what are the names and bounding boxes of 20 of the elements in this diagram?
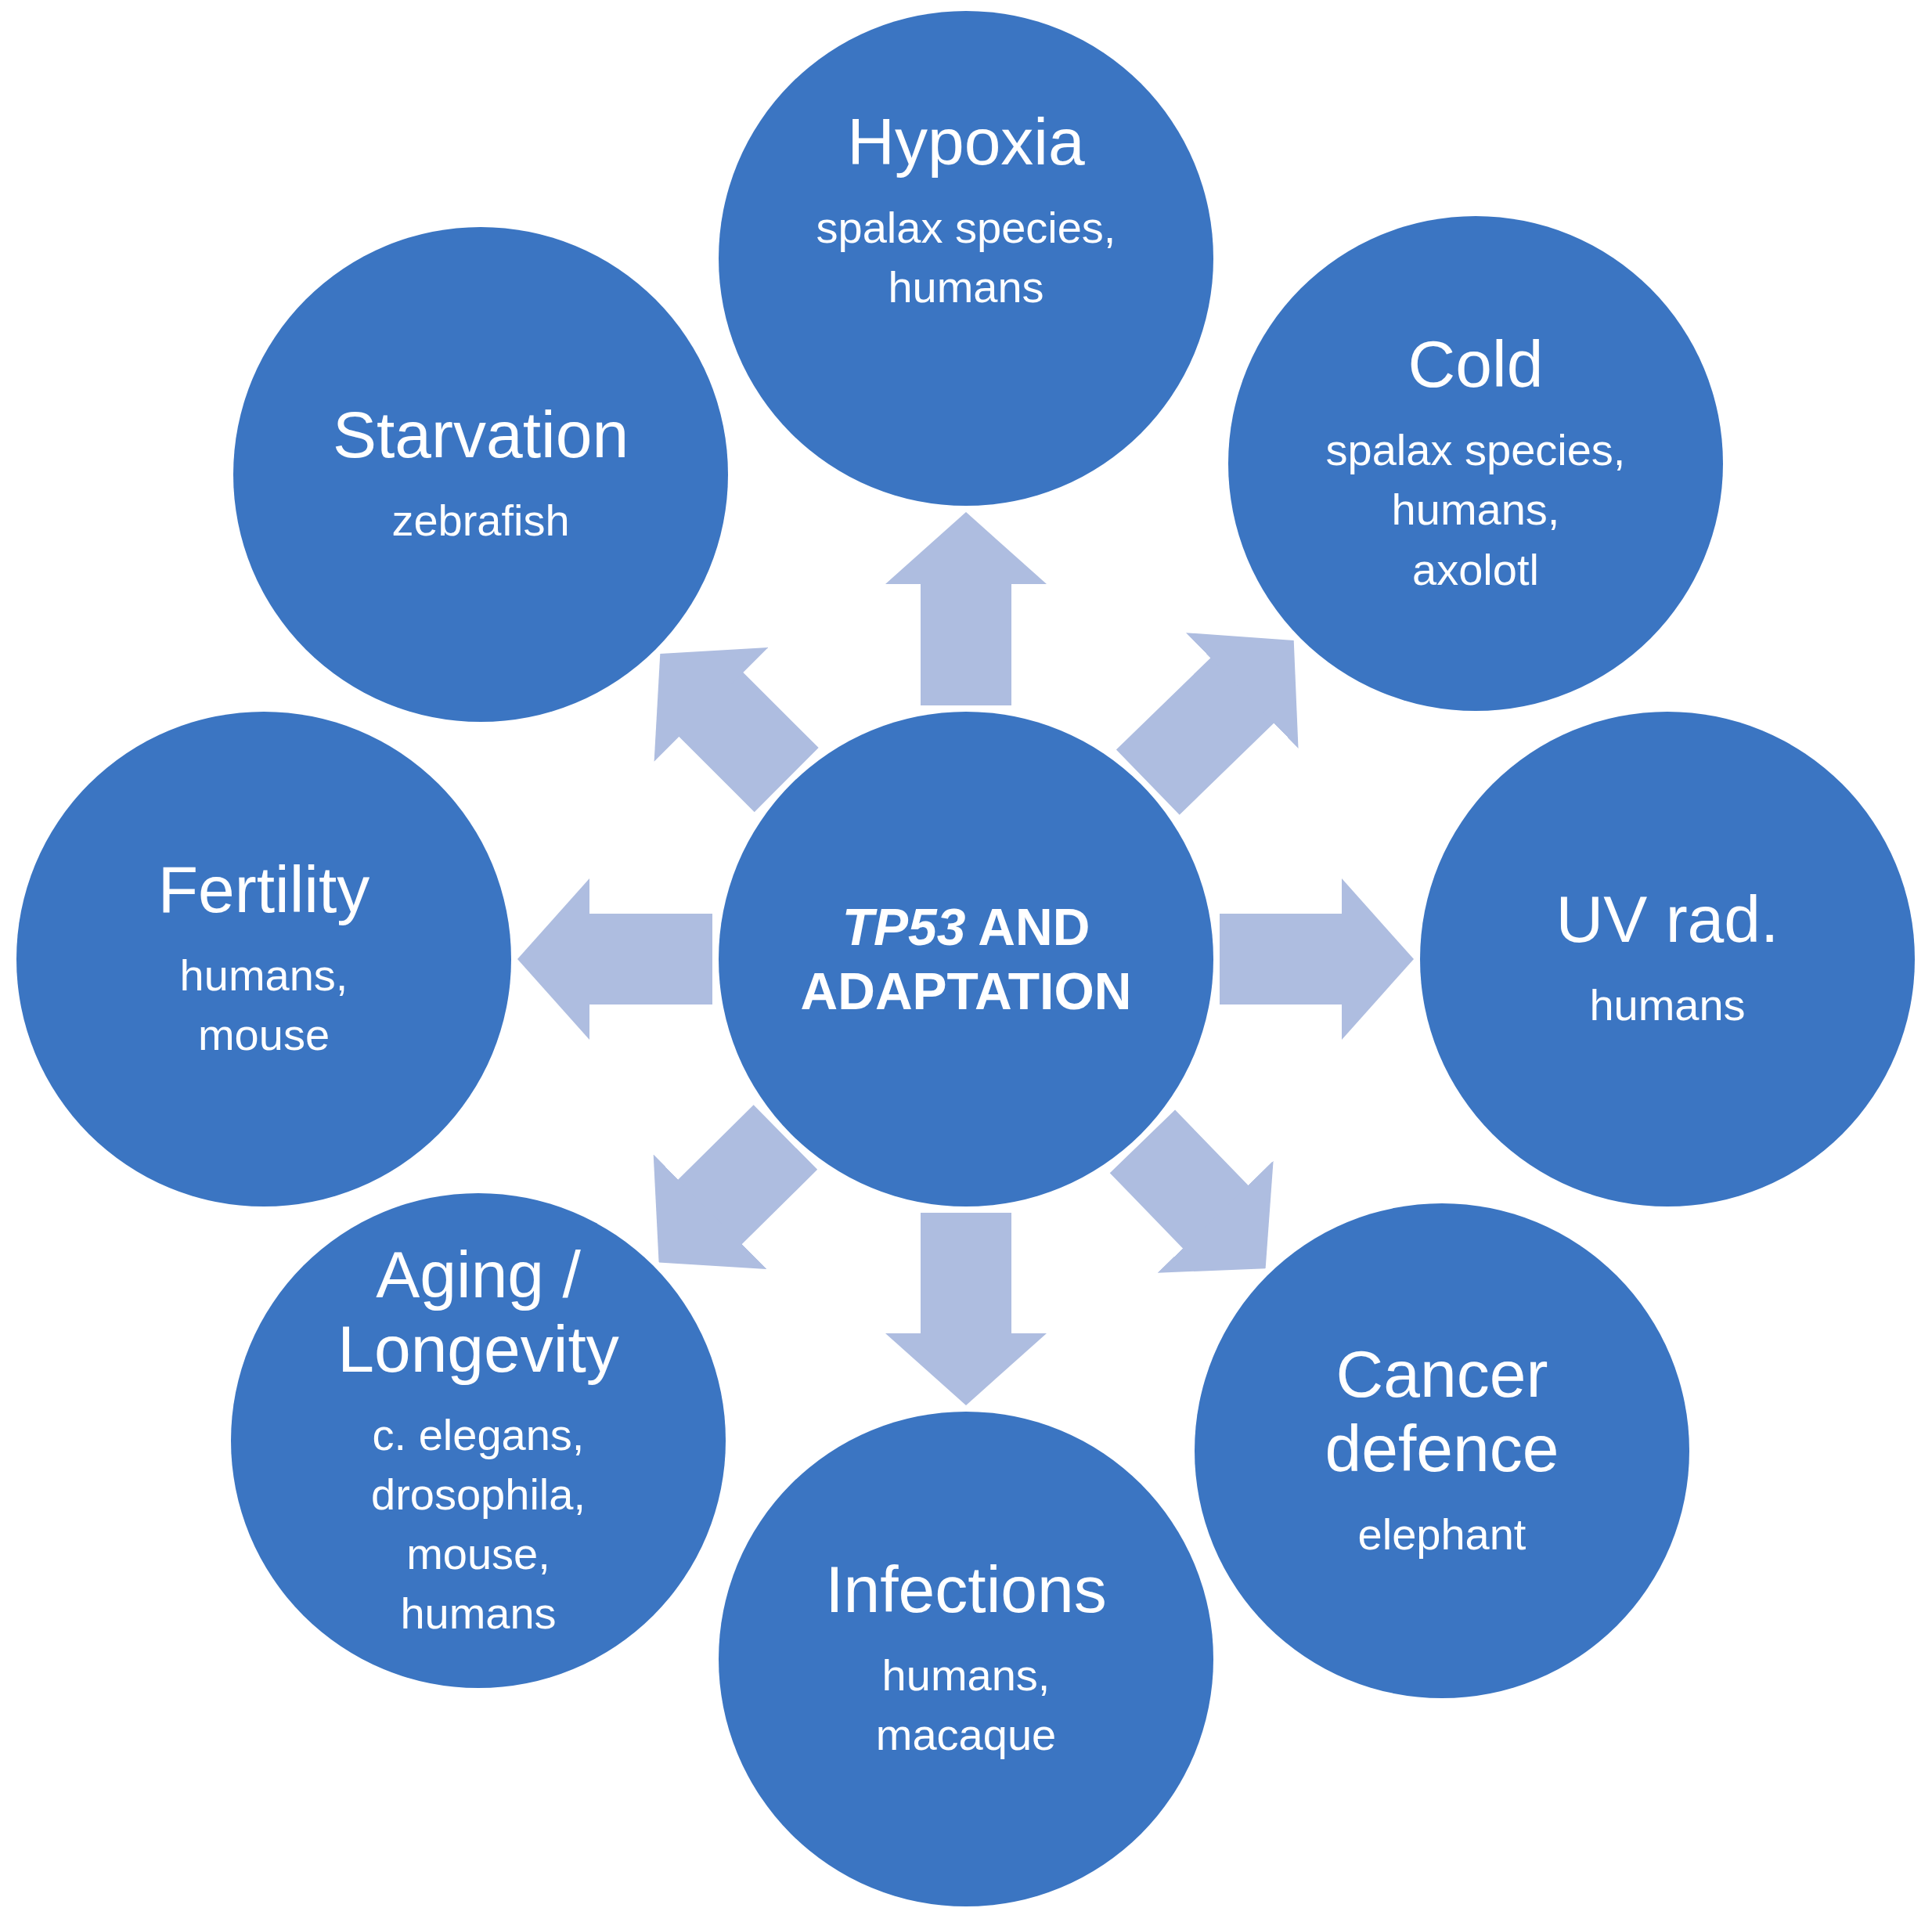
block-arrow [885,512,1047,705]
circle-title: Infections [824,1553,1108,1628]
circle-title: Hypoxia [846,105,1086,180]
species-list: humans [1588,976,1746,1036]
circle-title: Starvation [331,398,630,473]
species-list: c. elegans, drosophila, mouse, humans [370,1405,586,1644]
circle-title: Cancer defence [1324,1337,1560,1486]
species-list: spalax species, humans, axolotl [1325,420,1627,600]
center-title: TP53 AND ADAPTATION [799,896,1133,1022]
block-arrow [885,1213,1047,1405]
species-list: zebrafish [391,491,571,551]
species-list: humans, macaque [874,1646,1058,1766]
species-list: elephant [1357,1504,1527,1564]
species-list: humans, mouse [178,946,349,1066]
circle-title: Aging / Longevity [337,1237,620,1387]
block-arrow [1220,878,1414,1040]
circle-title: UV rad. [1555,882,1780,958]
circle-title: Cold [1407,327,1545,402]
circle-title: Fertility [157,853,371,928]
species-list: spalax species, humans [815,198,1117,318]
